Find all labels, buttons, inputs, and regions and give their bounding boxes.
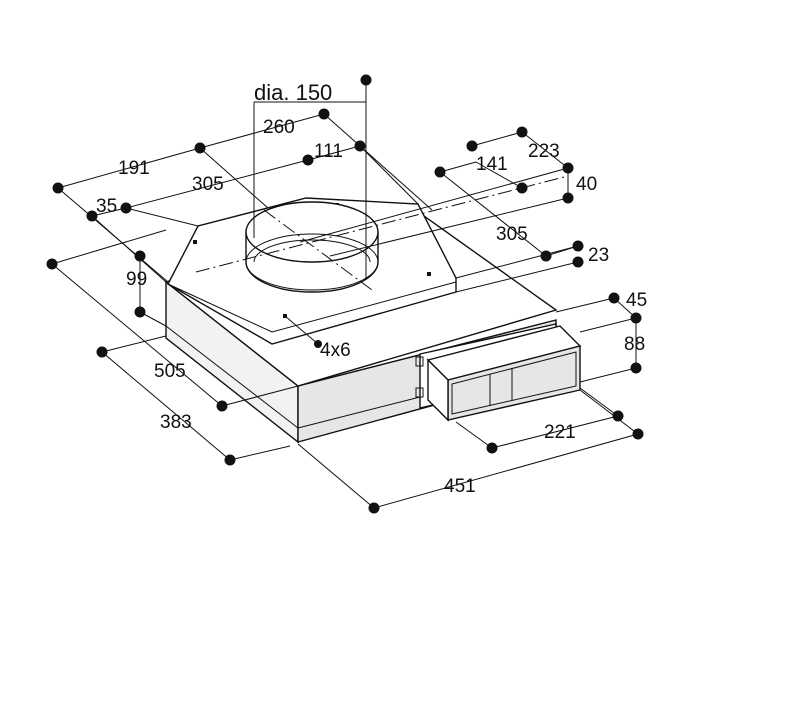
label-305-left: 305 <box>192 174 224 195</box>
dimension-dots <box>46 74 644 514</box>
dimension-dot <box>354 140 366 152</box>
dimension-dot <box>368 502 380 514</box>
dimension-dot <box>562 192 574 204</box>
dimension-dot <box>46 258 58 270</box>
dimension-dot <box>516 126 528 138</box>
dimension-dot <box>632 428 644 440</box>
label-88: 88 <box>624 334 645 355</box>
dimension-dot <box>630 312 642 324</box>
dimension-dot <box>224 454 236 466</box>
label-111: 111 <box>314 141 343 162</box>
round-outlet-collar <box>245 201 379 293</box>
label-223: 223 <box>528 141 560 162</box>
label-141: 141 <box>476 154 508 175</box>
label-221: 221 <box>544 422 576 443</box>
dimension-dot <box>314 340 322 348</box>
connector-tab <box>415 387 424 398</box>
label-35: 35 <box>96 196 117 217</box>
connector-tab <box>415 356 424 367</box>
dimension-dot <box>608 292 620 304</box>
dimension-dot <box>216 400 228 412</box>
dimension-dot <box>486 442 498 454</box>
left-face-edge <box>165 325 299 429</box>
label-99: 99 <box>126 269 147 290</box>
dimension-dot <box>194 142 206 154</box>
cover-plate-edge <box>167 281 457 333</box>
dimension-dot <box>540 250 552 262</box>
dimension-dot <box>572 240 584 252</box>
label-191: 191 <box>118 158 150 179</box>
dimension-dot <box>612 410 624 422</box>
label-diameter: dia. 150 <box>254 80 332 105</box>
dimension-dot <box>360 74 372 86</box>
label-23: 23 <box>588 245 609 266</box>
dimension-dot <box>318 108 330 120</box>
front-face-edge <box>297 396 421 429</box>
screw-hole <box>193 240 197 244</box>
dimension-dot <box>134 250 146 262</box>
dimension-dot <box>572 256 584 268</box>
dimension-labels: dia. 150 260 191 111 223 141 40 305 305 … <box>96 80 647 497</box>
label-451: 451 <box>444 476 476 497</box>
dimension-lines <box>51 80 639 509</box>
dimension-dot <box>516 182 528 194</box>
label-505: 505 <box>154 361 186 382</box>
center-axes <box>195 175 569 291</box>
label-305-right: 305 <box>496 224 528 245</box>
dimension-dot <box>434 166 446 178</box>
dimension-dot <box>562 162 574 174</box>
dimension-dot <box>302 154 314 166</box>
dimension-dot <box>630 362 642 374</box>
dimension-dot <box>86 210 98 222</box>
dimension-dot <box>52 182 64 194</box>
label-45: 45 <box>626 290 647 311</box>
label-holes: 4x6 <box>320 340 351 361</box>
label-260: 260 <box>263 117 295 138</box>
dimension-dot <box>466 140 478 152</box>
dimension-dot <box>134 306 146 318</box>
label-383: 383 <box>160 412 192 433</box>
screw-hole <box>427 272 431 276</box>
label-40: 40 <box>576 174 597 195</box>
dimension-dot <box>120 202 132 214</box>
dimension-dot <box>96 346 108 358</box>
